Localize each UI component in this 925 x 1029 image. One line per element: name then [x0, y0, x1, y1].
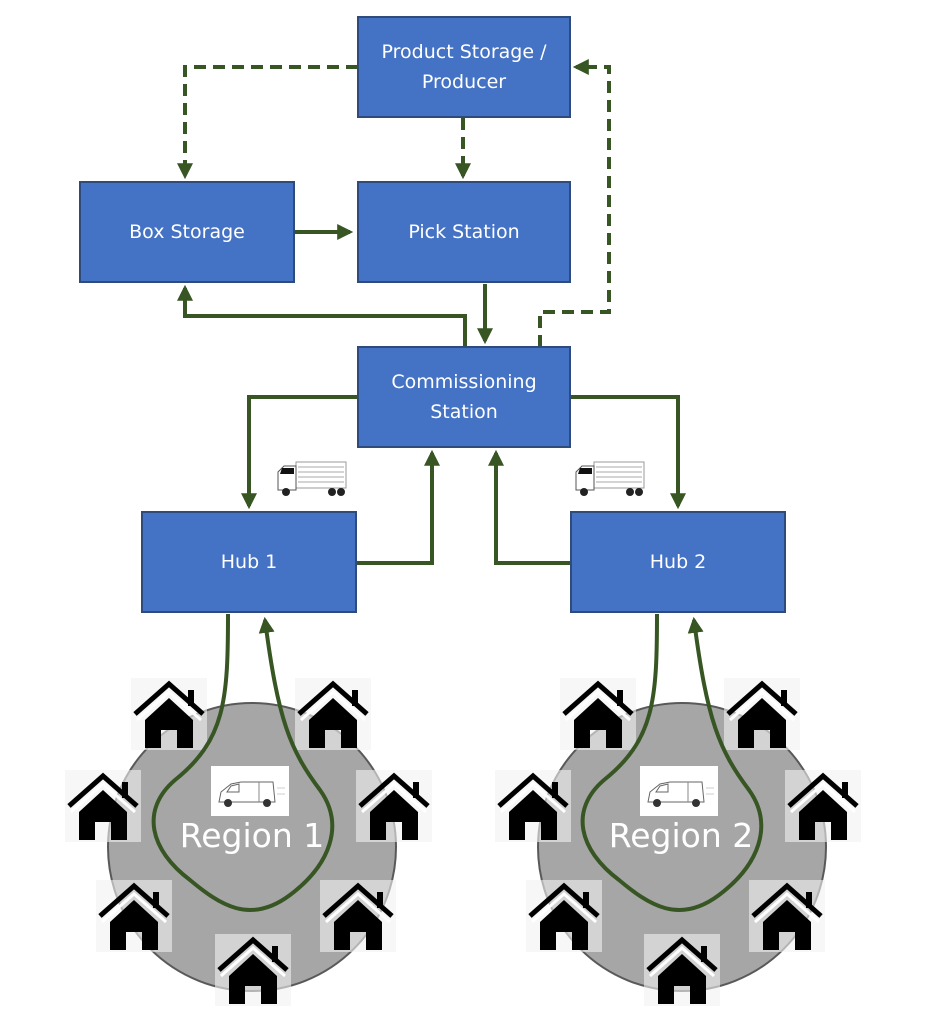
house-icon	[560, 678, 636, 750]
house-icon	[495, 770, 571, 842]
node-hub-2[interactable]: Hub 2	[570, 511, 786, 613]
node-product-storage[interactable]: Product Storage / Producer	[357, 16, 571, 118]
edge-commissioning-to-box-storage	[177, 284, 467, 347]
edge-hub2-to-commissioning	[488, 449, 570, 565]
node-pick-station[interactable]: Pick Station	[357, 181, 571, 283]
region-1-label: Region 1	[179, 816, 325, 855]
house-icon	[724, 678, 800, 750]
house-icon	[131, 678, 207, 750]
truck-icon	[277, 461, 347, 497]
route-loop-region-2	[580, 613, 764, 912]
edge-commissioning-to-hub2	[570, 395, 686, 510]
node-box-storage[interactable]: Box Storage	[79, 181, 295, 283]
node-hub-1[interactable]: Hub 1	[141, 511, 357, 613]
edge-commissioning-to-producer	[538, 59, 611, 347]
house-icon	[785, 770, 861, 842]
truck-icon	[575, 461, 645, 497]
edge-producer-to-box-storage	[177, 65, 358, 180]
house-icon	[644, 934, 720, 1006]
house-icon	[749, 880, 825, 952]
house-icon	[295, 678, 371, 750]
van-icon	[210, 765, 290, 817]
node-label: Hub 2	[649, 551, 707, 573]
house-icon	[65, 770, 141, 842]
van-icon	[639, 765, 719, 817]
node-label: Producer	[421, 71, 507, 93]
node-label: Product Storage /	[381, 41, 547, 63]
house-icon	[526, 880, 602, 952]
node-label: Station	[430, 401, 498, 423]
node-label: Box Storage	[129, 221, 245, 243]
house-icon	[320, 880, 396, 952]
house-icon	[96, 880, 172, 952]
node-label: Pick Station	[408, 221, 520, 243]
node-label: Hub 1	[220, 551, 278, 573]
edge-hub1-to-commissioning	[357, 449, 440, 565]
region-2-label: Region 2	[608, 816, 754, 855]
house-icon	[215, 934, 291, 1006]
route-loop-region-1	[151, 613, 335, 912]
edge-commissioning-to-hub1	[241, 395, 357, 510]
node-label: Commissioning	[391, 371, 537, 393]
house-icon	[356, 770, 432, 842]
